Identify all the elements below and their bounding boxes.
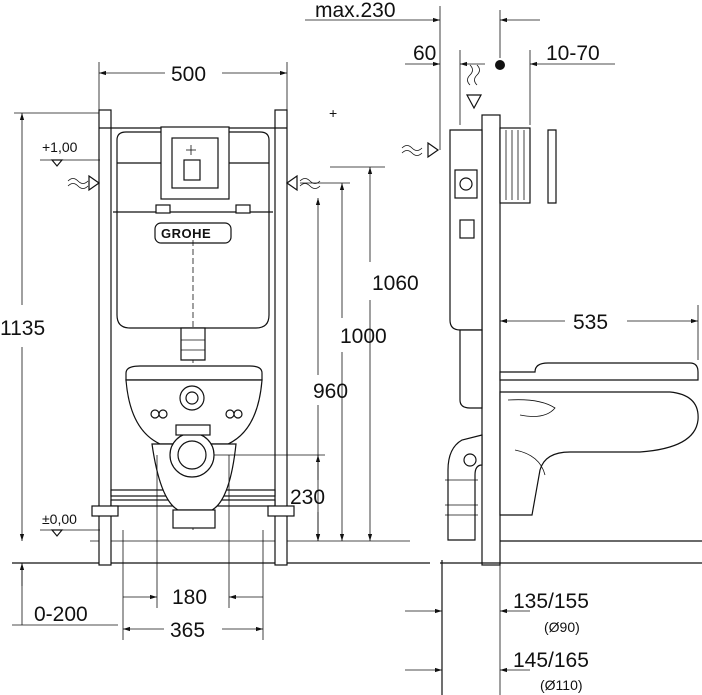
side-waste-pipe — [447, 434, 483, 541]
level-upper-triangle — [50, 159, 64, 167]
front-view: GROHE +1,0 — [0, 62, 430, 642]
water-inlet-left-arrow — [88, 174, 101, 192]
dim-1000-label: 1000 — [340, 325, 387, 348]
side-inlet-arrow — [465, 94, 483, 110]
flush-actuator — [183, 159, 201, 181]
level-zero-triangle — [50, 529, 64, 537]
dim-145-165-label: 145/165 — [513, 649, 589, 672]
water-inlet-right-arrow — [285, 174, 298, 192]
dim-60-label: 60 — [413, 42, 436, 65]
side-bowl-rim — [507, 399, 556, 417]
side-left-wave-2 — [401, 150, 423, 156]
frame-post-left — [98, 109, 112, 566]
outlet-bracket — [175, 424, 211, 436]
side-valve — [459, 177, 473, 191]
dim-230-label: 230 — [290, 486, 325, 509]
dim-500-label: 500 — [171, 63, 206, 86]
dim-960-label: 960 — [313, 380, 348, 403]
side-inlet-wave — [467, 64, 473, 86]
side-valve-2 — [459, 219, 475, 239]
dim-dia90-label: (Ø90) — [544, 619, 580, 635]
side-seat — [499, 362, 699, 381]
cross-mark: + — [329, 105, 337, 121]
water-inlet-left-wave-2 — [67, 183, 89, 189]
side-plate-housing — [499, 127, 531, 204]
waste-joint — [463, 453, 477, 467]
side-view: max.230 60 10-70 535 135/155 (Ø90) 145/1… — [305, 0, 702, 695]
flush-inlet-inner — [185, 391, 199, 405]
dim-max230-label: max.230 — [315, 0, 396, 22]
brand-label: GROHE — [161, 226, 211, 241]
dim-1135-label: 1135 — [0, 317, 45, 340]
bolt-right-outer — [233, 409, 243, 419]
side-inlet-wave-2 — [474, 64, 480, 86]
frame-foot-right — [267, 505, 295, 517]
dim-180-label: 180 — [172, 586, 207, 609]
waste-connector — [172, 509, 216, 529]
level-upper-label: +1,00 — [42, 139, 78, 155]
water-inlet-right-wave-2 — [299, 183, 321, 189]
side-left-arrow — [427, 141, 440, 159]
cistern-clip-left — [155, 204, 171, 214]
side-flush-plate — [547, 129, 557, 204]
side-center-dot — [495, 60, 505, 70]
frame-post-right — [274, 109, 288, 566]
dim-10-70-label: 10-70 — [546, 42, 600, 65]
frame-foot-left — [91, 505, 119, 517]
dim-1060-label: 1060 — [372, 272, 419, 295]
dim-135-155-label: 135/155 — [513, 590, 589, 613]
side-bowl — [499, 391, 699, 516]
bolt-left-outer — [150, 409, 160, 419]
bolt-left-inner — [158, 409, 168, 419]
dim-dia110-label: (Ø110) — [540, 677, 583, 693]
bolt-right-inner — [225, 409, 235, 419]
side-flush-pipe — [459, 329, 483, 409]
flush-pipe — [180, 327, 206, 361]
cistern-clip-right — [235, 204, 251, 214]
level-zero-label: ±0,00 — [42, 511, 77, 527]
side-frame-post — [481, 114, 501, 566]
dim-365-label: 365 — [170, 619, 205, 642]
dim-535-label: 535 — [573, 311, 608, 334]
waste-outlet-inner — [177, 440, 207, 470]
dim-0-200-label: 0-200 — [34, 603, 88, 626]
side-left-wave — [401, 145, 423, 151]
water-inlet-left-wave — [67, 178, 89, 184]
side-bowl-trap — [514, 449, 546, 476]
bowl-seat — [125, 365, 263, 381]
